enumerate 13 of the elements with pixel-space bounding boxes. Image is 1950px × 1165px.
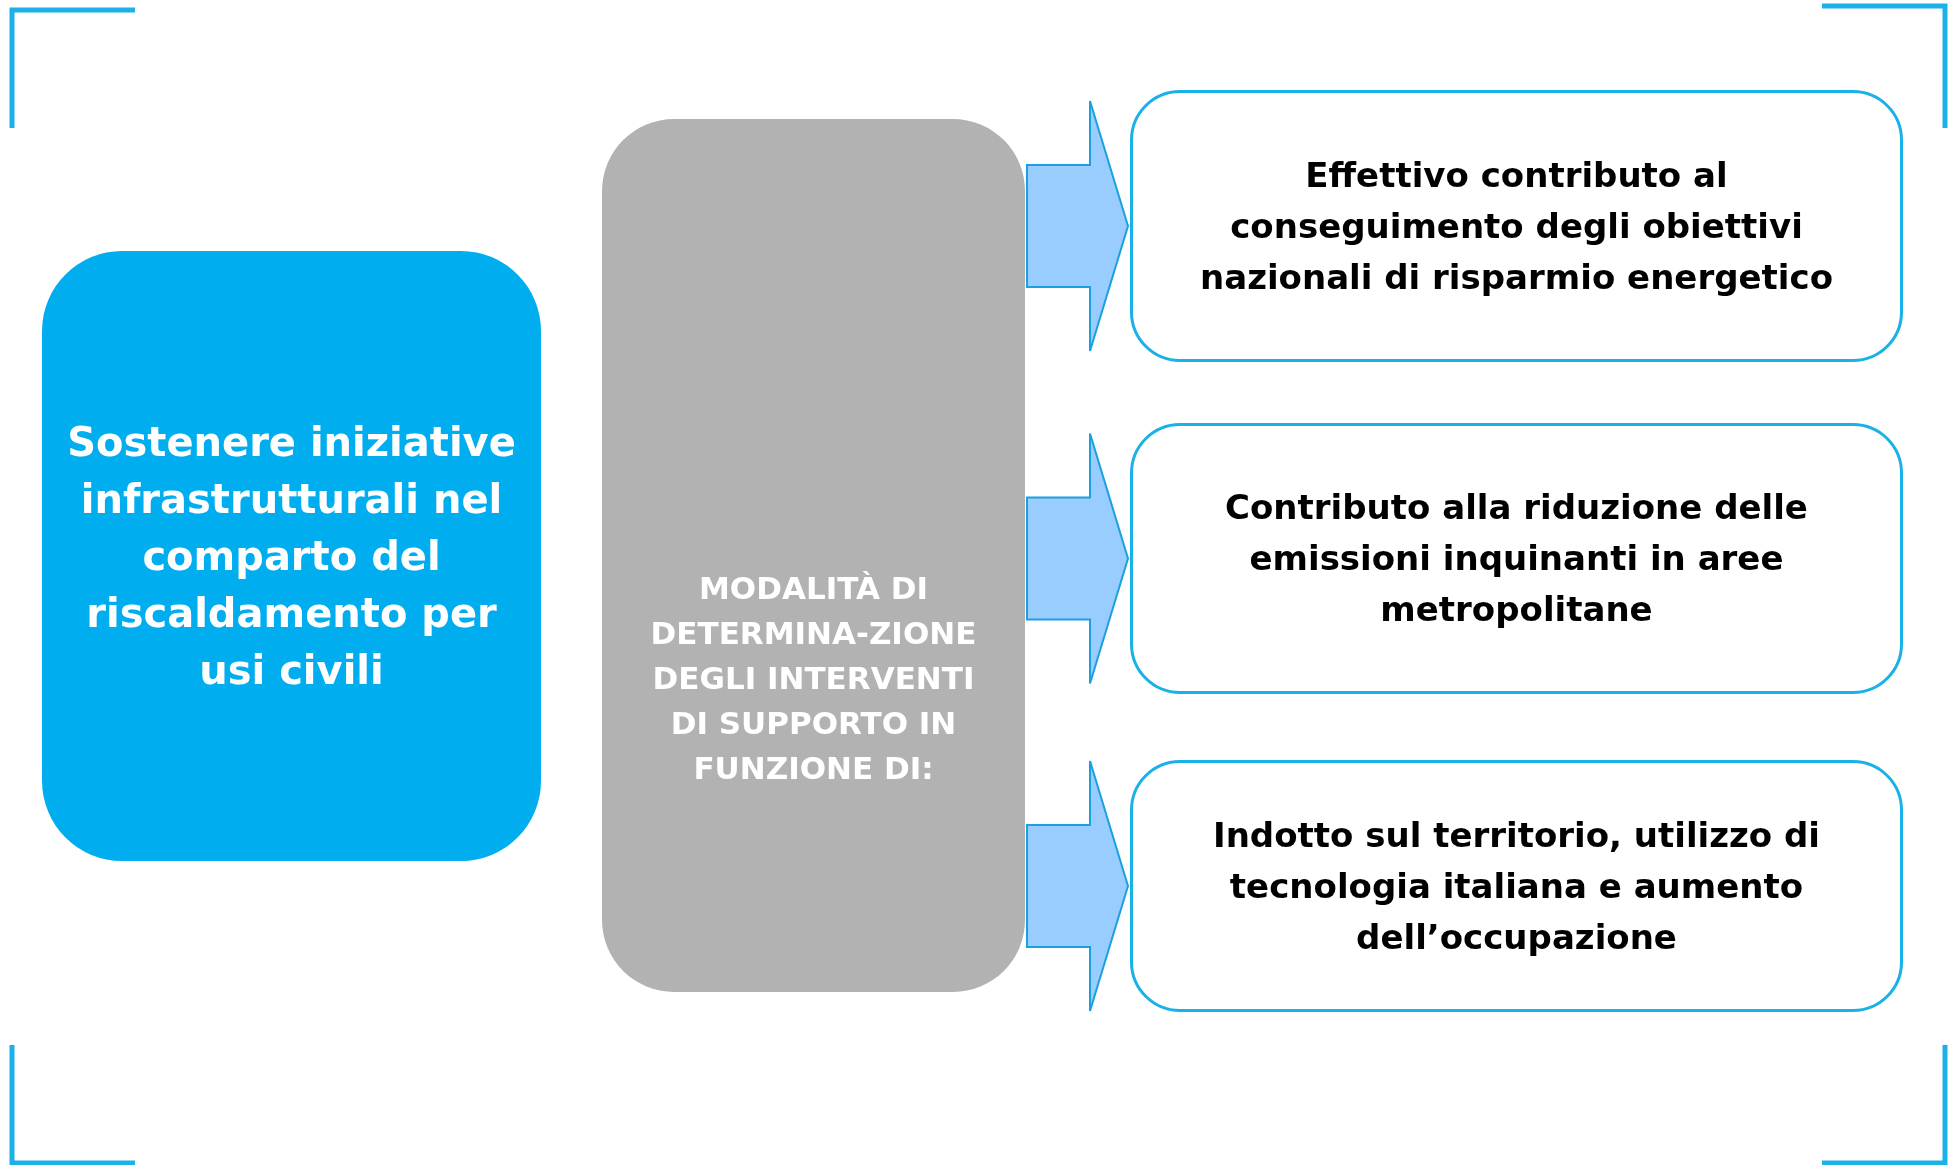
box-text: Effettivo contributo al conseguimento degli obiettivi nazionali di risparmio energetico bbox=[1199, 153, 1834, 299]
box-text: Indotto sul territorio, utilizzo di tecnologia italiana e aumento dell’occupazione bbox=[1212, 813, 1821, 959]
outcome-box bbox=[1130, 760, 1903, 1012]
box-text: Sostenere iniziative infrastrutturali nel comparto del riscaldamento per usi civili bbox=[66, 417, 517, 695]
criteria-box bbox=[602, 119, 1025, 992]
block-arrow bbox=[1026, 760, 1130, 1012]
goal-box bbox=[42, 251, 541, 861]
outcome-box bbox=[1130, 90, 1903, 362]
block-arrow bbox=[1026, 100, 1130, 352]
outcome-box bbox=[1130, 423, 1903, 694]
block-arrow bbox=[1026, 432, 1130, 685]
box-text: Contributo alla riduzione delle emissioni inquinanti in aree metropolitane bbox=[1224, 486, 1809, 631]
box-text: MODALITÀ DI DETERMINA-ZIONE DEGLI INTERVENTI DI SUPPORTO IN FUNZIONE DI: bbox=[649, 568, 978, 788]
